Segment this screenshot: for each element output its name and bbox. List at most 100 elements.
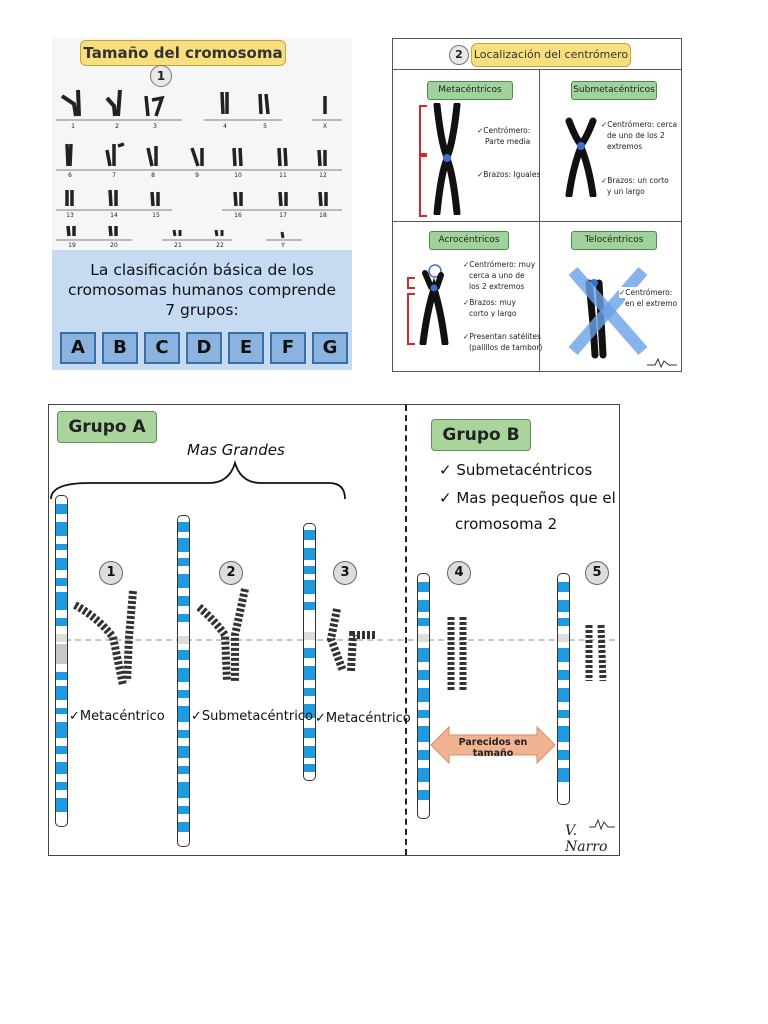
chromosome-label: 16	[234, 212, 242, 219]
chromosome-label: 10	[234, 172, 242, 179]
panel-groups-a-b: Grupo A Grupo B Mas Grandes ✓ Submetacén…	[48, 404, 620, 856]
chromosome-number-1: 1	[99, 561, 123, 585]
b-point-3: cromosoma 2	[455, 515, 558, 533]
ideogram-chromosome-4	[417, 573, 430, 819]
chromosome-label: 9	[195, 172, 199, 179]
bracket-upper	[419, 105, 427, 155]
chromosome-label: 2	[115, 123, 119, 130]
chromosome-label: 12	[319, 172, 327, 179]
b-point-1: ✓ Submetacéntricos	[439, 461, 593, 479]
chromosome-number-4: 4	[447, 561, 471, 585]
acrocentric-chromosome-icon	[419, 264, 449, 345]
chromosome-label: 19	[68, 242, 76, 249]
chromosome-label: 8	[151, 172, 155, 179]
chromosome-label: 15	[152, 212, 160, 219]
chromosome-label: 21	[174, 242, 182, 249]
chromosome-label: Y	[281, 242, 285, 249]
signature-mark-icon	[647, 357, 677, 369]
panel1-number: 1	[150, 65, 172, 87]
telocentric-crossed-icon	[568, 267, 648, 359]
ideogram-chromosome-1	[55, 495, 68, 827]
submeta-line5: y un largo	[607, 187, 645, 196]
chromosome-label: 1	[71, 123, 75, 130]
group-box-d: D	[186, 332, 222, 364]
group-box-c: C	[144, 332, 180, 364]
type-label-1: ✓Metacéntrico	[69, 709, 165, 724]
group-box-b: B	[102, 332, 138, 364]
dashed-separator	[405, 405, 407, 855]
submeta-line3: extremos	[607, 142, 643, 151]
chromosome-label: 4	[223, 123, 227, 130]
bracket-short	[407, 277, 415, 289]
karyotype-image	[56, 89, 342, 241]
chromosome-label: 18	[319, 212, 327, 219]
chromosome-label: 22	[216, 242, 224, 249]
tag-submetacentricos: Submetacéntricos	[571, 81, 657, 100]
group-box-e: E	[228, 332, 264, 364]
meta-brazos: ✓Brazos: Iguales	[477, 170, 541, 179]
telo-line1: ✓Centrómero:	[619, 287, 673, 298]
acro-line1: ✓Centrómero: muy	[463, 260, 536, 269]
chromosome-1-photo	[73, 590, 137, 686]
panel-chromosome-size: Tamaño del cromosoma 1	[52, 38, 352, 370]
chromosome-3-photo	[326, 608, 375, 673]
acro-line2: cerca a uno de	[469, 271, 525, 280]
ideogram-chromosome-5	[557, 573, 570, 805]
type-label-3: ✓Metacéntrico	[315, 711, 411, 726]
ideogram-chromosome-2	[177, 515, 190, 847]
tag-telocentricos: Telocéntricos	[571, 231, 657, 250]
chromosome-label: 6	[68, 172, 72, 179]
type-label-2: ✓Submetacéntrico	[191, 709, 313, 724]
tag-metacentricos: Metacéntricos	[427, 81, 513, 100]
group-box-a: A	[60, 332, 96, 364]
chromosome-number-3: 3	[333, 561, 357, 585]
telo-line2: en el extremo	[625, 298, 678, 309]
submeta-line4: ✓Brazos: un corto	[601, 176, 669, 185]
chromosome-label: 3	[153, 123, 157, 130]
acro-line5: corto y largo	[469, 309, 517, 318]
chromosome-number-2: 2	[219, 561, 243, 585]
bracket-lower	[419, 155, 427, 217]
panel-centromere-location: 2 Localización del centrómero Metacéntri…	[392, 38, 682, 372]
chromosome-label: X	[322, 123, 328, 130]
classification-box: La clasificación básica de los cromosoma…	[52, 250, 352, 370]
tag-acrocentricos: Acrocéntricos	[429, 231, 509, 250]
grid-line	[393, 69, 681, 70]
acro-line7: (palillos de tambor)	[469, 343, 543, 352]
double-arrow-icon	[430, 725, 556, 765]
signature-mark-icon	[589, 818, 615, 831]
chromosome-number-5: 5	[585, 561, 609, 585]
panel2-number: 2	[449, 45, 469, 65]
classification-text: La clasificación básica de los cromosoma…	[67, 261, 337, 319]
bracket-long	[407, 293, 415, 345]
submetacentric-chromosome-icon	[565, 117, 597, 197]
acro-line3: los 2 extremos	[469, 282, 525, 291]
meta-centromero: ✓Centrómero:	[477, 126, 531, 135]
chromosome-label: 5	[263, 123, 267, 130]
chromosome-label: 11	[279, 172, 287, 179]
signature: V. Narro	[565, 823, 608, 855]
grid-line	[393, 221, 681, 222]
panel2-title: Localización del centrómero	[471, 43, 631, 67]
panel1-title: Tamaño del cromosoma	[80, 40, 286, 66]
group-box-f: F	[270, 332, 306, 364]
metacentric-chromosome-icon	[433, 103, 461, 215]
chromosome-label: 14	[110, 212, 118, 219]
b-point-2: ✓ Mas pequeños que el	[439, 489, 616, 507]
chromosome-label: 17	[279, 212, 287, 219]
acro-line6: ✓Presentan satélites	[463, 332, 541, 341]
acro-line4: ✓Brazos: muy	[463, 298, 516, 307]
ideogram-chromosome-3	[303, 523, 316, 781]
mas-grandes-label: Mas Grandes	[187, 441, 285, 459]
meta-parte-media: Parte media	[485, 137, 531, 146]
submeta-line2: de uno de los 2	[607, 131, 665, 140]
group-b-label: Grupo B	[431, 419, 531, 451]
chromosome-4-photo	[447, 617, 467, 691]
group-a-label: Grupo A	[57, 411, 157, 443]
chromosome-label: 13	[66, 212, 74, 219]
chromosome-5-photo	[585, 624, 607, 682]
chromosome-2-photo	[197, 588, 249, 682]
submeta-line1: ✓Centrómero: cerca	[601, 120, 678, 129]
group-box-g: G	[312, 332, 348, 364]
chromosome-label: 7	[112, 172, 116, 179]
